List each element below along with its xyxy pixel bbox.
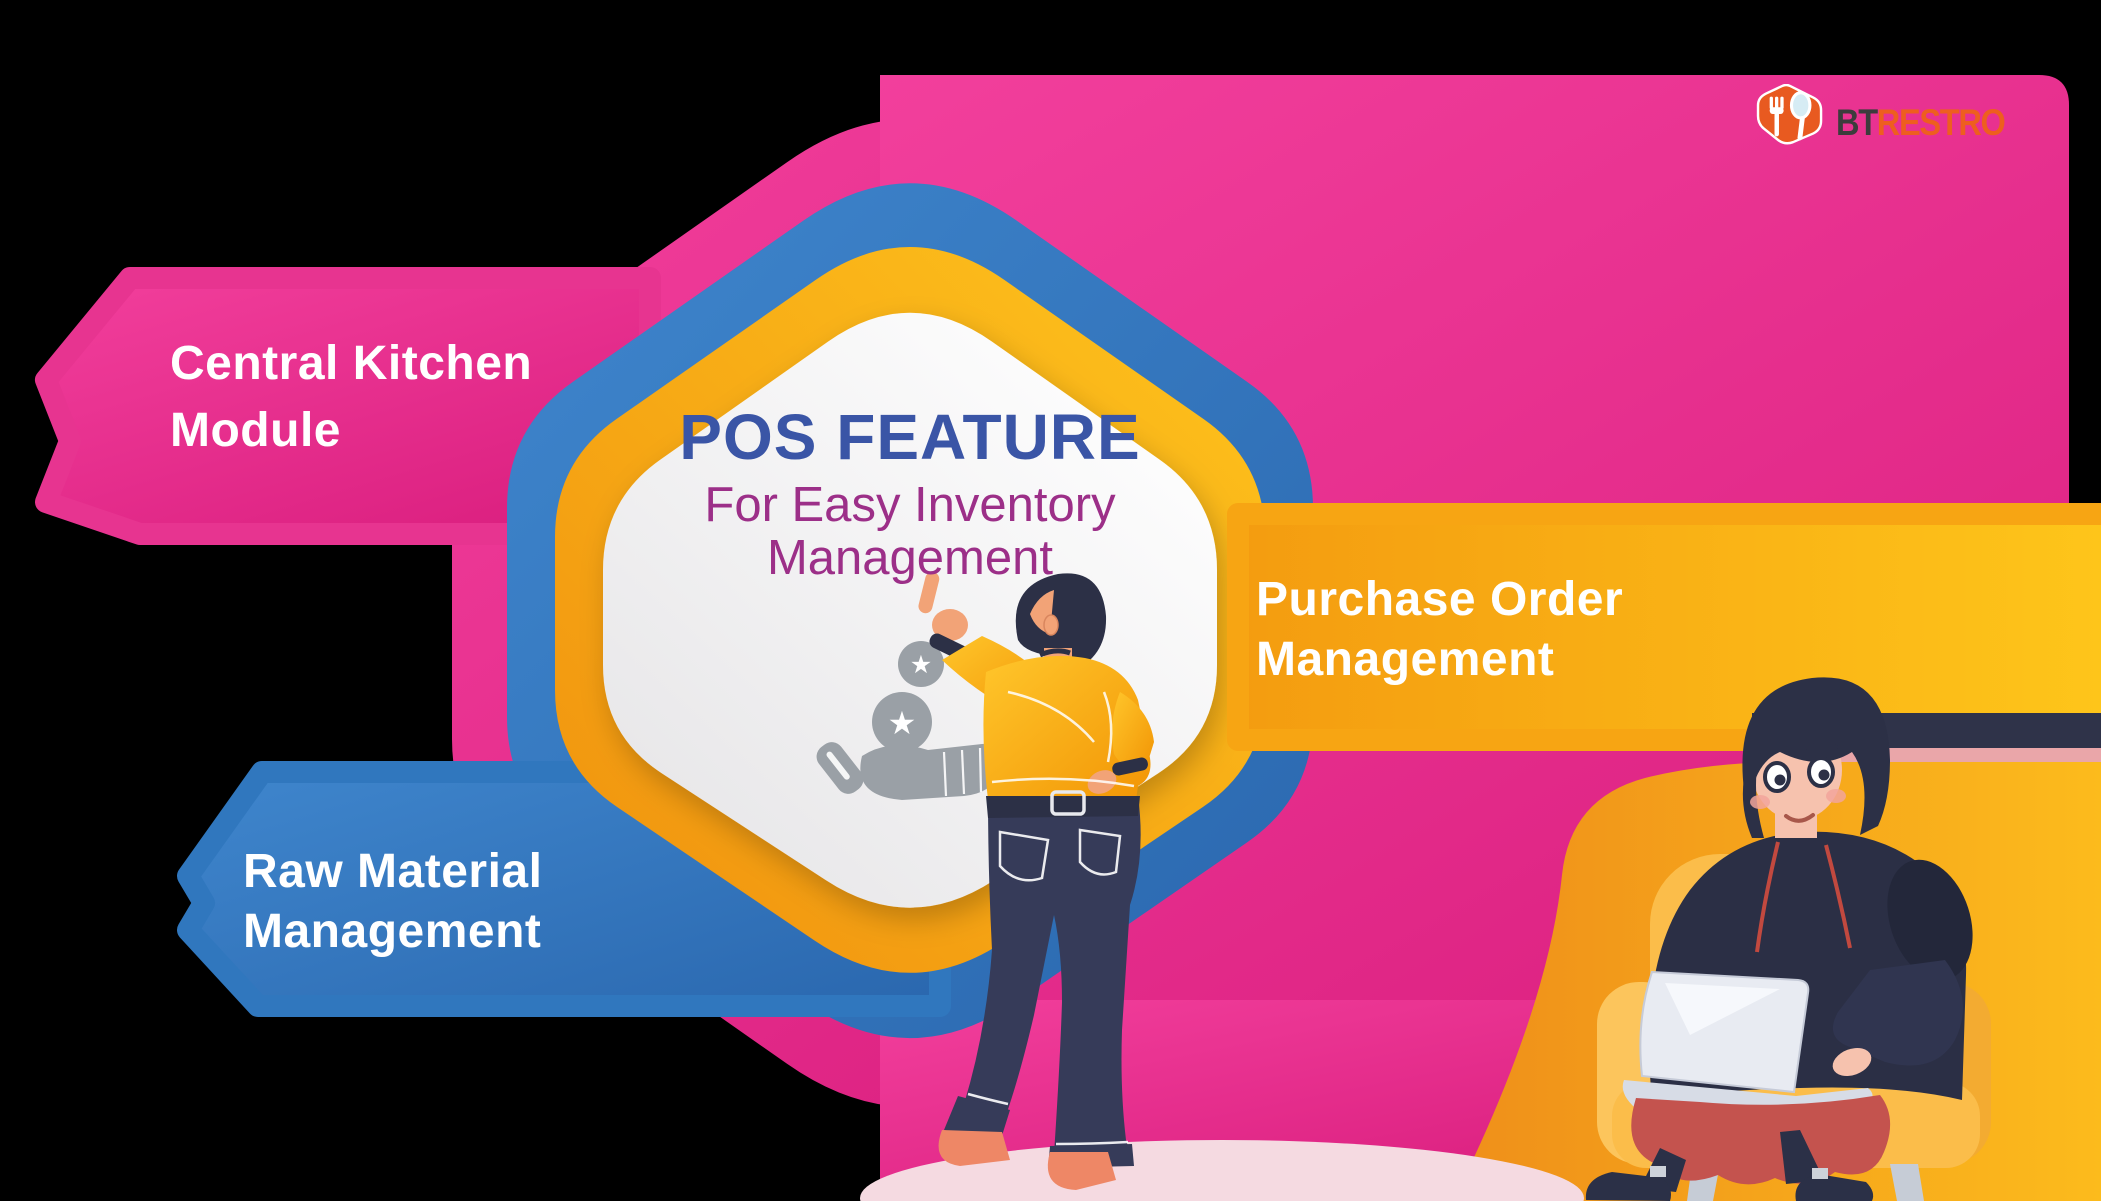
standing-man-illustration (918, 572, 1154, 1190)
eyes (1763, 756, 1835, 793)
icon-hand-palm (860, 743, 1000, 800)
jeans-left-flare (944, 1096, 1010, 1142)
page-subtitle-line2: Management (766, 531, 1053, 585)
label-line: Management (243, 905, 542, 958)
star-glyph-small: ★ (910, 650, 932, 679)
banner-central-kitchen (35, 267, 661, 545)
hair (1742, 677, 1890, 835)
icon-star-circle-big (872, 692, 932, 752)
red-cushion (1631, 1095, 1891, 1185)
left-shoe (1585, 1172, 1671, 1201)
fork-icon (1769, 96, 1784, 137)
belt-buckle (1050, 790, 1086, 816)
label-raw-material-management: Raw Material Management (243, 842, 542, 962)
smile (1784, 813, 1815, 823)
eyebrows (1760, 741, 1838, 754)
label-line: Module (170, 404, 341, 457)
shirt-torso (983, 655, 1151, 800)
page-subtitle-line1: For Easy Inventory (704, 478, 1116, 532)
armchair-leg-right (1890, 1164, 1924, 1201)
sitting-person-illustration (1585, 677, 1973, 1201)
blush-left (1750, 795, 1770, 809)
collar-line (1038, 648, 1071, 658)
btrestro-logo: BTRESTRO (1754, 84, 2028, 148)
pointing-hand (932, 609, 968, 641)
pointing-finger (918, 572, 940, 614)
hoodie-right-sleeve (1832, 960, 1963, 1066)
left-sock (1650, 1166, 1666, 1177)
sleeve-cuff (1112, 757, 1148, 776)
left-foot (938, 1130, 1010, 1166)
spoon-icon (1789, 91, 1812, 141)
blush-right (1826, 789, 1846, 803)
hand-stars-icon: ★ ★ (816, 641, 1000, 800)
lanyard-cords (1755, 841, 1852, 953)
hood-bump (1887, 859, 1973, 981)
right-arm-sleeve (1112, 692, 1154, 769)
label-central-kitchen-module: Central Kitchen Module (170, 330, 532, 464)
label-line: Central Kitchen (170, 337, 533, 390)
icon-finger-gaps (942, 747, 983, 797)
label-line: Purchase Order (1256, 573, 1624, 626)
label-line: Management (1256, 633, 1555, 686)
page-title: POS FEATURE (679, 401, 1141, 473)
typing-hand (1832, 1047, 1872, 1077)
laptop-screen-glare (1665, 983, 1780, 1035)
center-heading-block: POS FEATURE For Easy Inventory Managemen… (600, 404, 1220, 585)
star-glyph-big: ★ (888, 704, 917, 742)
logo-text-bt: BT (1836, 102, 1878, 143)
label-purchase-order-management: Purchase Order Management (1256, 570, 1623, 690)
logo-text-restro: RESTRO (1876, 102, 2006, 143)
belt (986, 796, 1140, 818)
man-ear (1043, 614, 1059, 636)
logo-hexagon (1756, 84, 1823, 145)
banner-purchase-order (1227, 503, 2101, 751)
right-foot (1047, 1152, 1116, 1190)
shirt-seams (991, 690, 1135, 788)
logo-wordmark: BTRESTRO (1836, 102, 2006, 144)
jeans-stitching (967, 828, 1129, 1146)
man-hair (1015, 573, 1107, 660)
icon-star-circle-small (898, 641, 944, 687)
logo-icon (1756, 84, 1823, 145)
jeans (964, 796, 1141, 1154)
right-shoe (1795, 1174, 1874, 1201)
right-sock (1812, 1168, 1828, 1179)
floor-shadow (860, 1140, 1584, 1201)
icon-thumb-slit (826, 751, 850, 780)
label-line: Raw Material (243, 845, 543, 898)
